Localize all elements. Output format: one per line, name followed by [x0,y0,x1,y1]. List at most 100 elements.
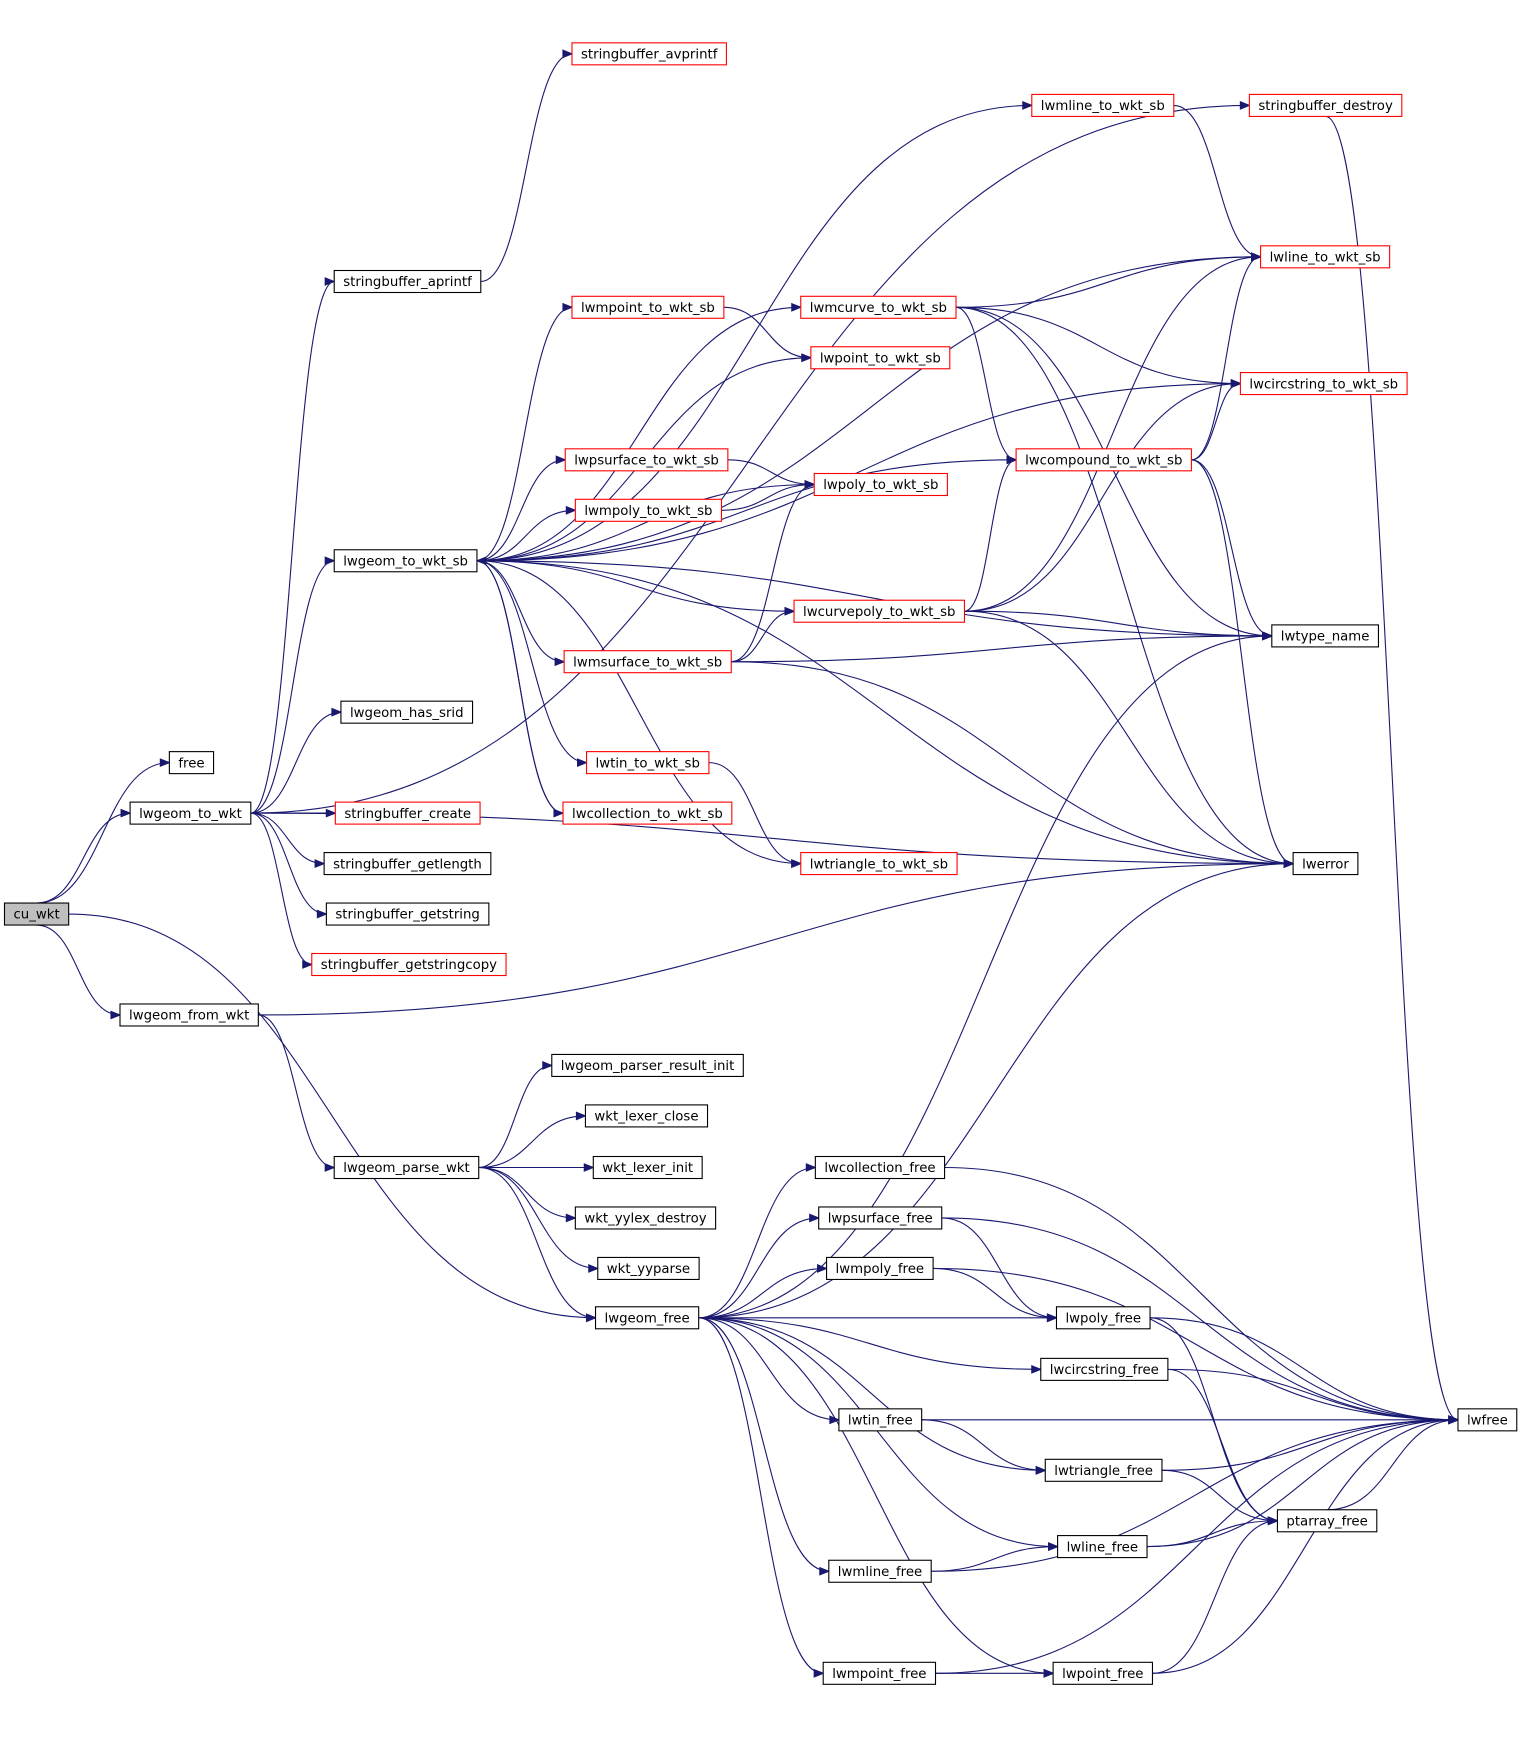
node-lwgeom-free[interactable]: lwgeom_free [594,1306,700,1330]
node-stringbuffer-destroy[interactable]: stringbuffer_destroy [1248,93,1403,117]
node-label: stringbuffer_avprintf [581,48,718,63]
edge-line [478,1115,586,1169]
node-lwtin-to-wkt-sb[interactable]: lwtin_to_wkt_sb [586,751,710,775]
edge-arrowhead [562,49,574,59]
edge-line [258,1014,335,1169]
node-lwgeom-parser-result-init[interactable]: lwgeom_parser_result_init [551,1053,744,1077]
node-box [333,549,478,573]
edge-lwmsurface-to-wkt-sb-to-lwcurvepoly-to-wkt-sb [731,606,796,663]
node-ptarray-free[interactable]: ptarray_free [1276,1509,1378,1533]
node-lwmline-free[interactable]: lwmline_free [828,1559,932,1583]
node-lwcompound-to-wkt-sb[interactable]: lwcompound_to_wkt_sb [1015,448,1192,472]
edge-lwgeom-to-wkt-to-lwgeom-has-srid [250,707,343,814]
node-stringbuffer-aprintf[interactable]: stringbuffer_aprintf [333,269,482,294]
node-lwpoly-free[interactable]: lwpoly_free [1055,1306,1151,1330]
edge-lwmcurve-to-wkt-sb-to-lwtype-name [956,306,1274,641]
node-lwerror[interactable]: lwerror [1292,852,1359,876]
edge-lwgeom-parse-wkt-to-wkt-yyparse [478,1166,600,1273]
edge-arrowhead [1035,1465,1047,1475]
node-lwcollection-free[interactable]: lwcollection_free [814,1155,946,1180]
edge-arrowhead [120,808,132,818]
node-stringbuffer-getlength[interactable]: stringbuffer_getlength [323,852,492,876]
node-label: lwerror [1302,857,1349,872]
node-box [826,1256,934,1280]
edge-lwmsurface-to-wkt-sb-to-lwerror [731,661,1295,868]
edge-lwmcurve-to-wkt-sb-to-lwline-to-wkt-sb [956,252,1263,308]
node-lwpsurface-to-wkt-sb[interactable]: lwpsurface_to_wkt_sb [564,448,729,472]
edge-line [698,1317,1046,1471]
node-label: lwtin_free [848,1414,913,1429]
node-lwcircstring-free[interactable]: lwcircstring_free [1040,1357,1169,1381]
node-lwcurvepoly-to-wkt-sb[interactable]: lwcurvepoly_to_wkt_sb [793,599,966,623]
node-stringbuffer-getstring[interactable]: stringbuffer_getstring [325,902,490,926]
edge-line [1150,1317,1458,1421]
node-label: wkt_yylex_destroy [584,1212,706,1227]
node-lwpoint-to-wkt-sb[interactable]: lwpoint_to_wkt_sb [810,346,951,370]
edge-layer [36,49,1460,1678]
edge-lwgeom-to-wkt-to-stringbuffer-destroy [250,101,1251,814]
node-wkt-yylex-destroy[interactable]: wkt_yylex_destroy [574,1206,717,1230]
node-label: lwpsurface_to_wkt_sb [574,454,719,469]
node-box [597,1256,700,1280]
node-box [333,1155,480,1180]
node-lwmpoint-to-wkt-sb[interactable]: lwmpoint_to_wkt_sb [571,295,725,319]
node-label: lwgeom_from_wkt [129,1009,249,1024]
node-lwtriangle-free[interactable]: lwtriangle_free [1044,1458,1163,1482]
edge-arrowhead [1046,1313,1058,1323]
node-stringbuffer-create[interactable]: stringbuffer_create [334,801,481,825]
node-lwtin-free[interactable]: lwtin_free [838,1408,923,1432]
node-lwpoly-to-wkt-sb[interactable]: lwpoly_to_wkt_sb [813,472,948,497]
edge-lwpoint-free-to-ptarray-free [1152,1516,1279,1674]
node-lwtype-name[interactable]: lwtype_name [1271,624,1379,648]
node-label: lwmline_to_wkt_sb [1041,99,1165,114]
node-lwgeom-has-srid[interactable]: lwgeom_has_srid [340,700,474,724]
edge-line [941,1217,1057,1319]
edge-arrowhead [1043,1668,1055,1678]
node-lwline-to-wkt-sb[interactable]: lwline_to_wkt_sb [1260,245,1391,269]
node-wkt-yyparse[interactable]: wkt_yyparse [597,1256,700,1280]
node-lwmcurve-to-wkt-sb[interactable]: lwmcurve_to_wkt_sb [800,295,957,319]
edge-lwmpoly-to-wkt-sb-to-lwpoly-to-wkt-sb [721,480,816,511]
node-lwmpoint-free[interactable]: lwmpoint_free [822,1661,937,1685]
edge-arrowhead [324,277,336,286]
node-lwpoint-free[interactable]: lwpoint_free [1052,1661,1154,1685]
edge-lwgeom-to-wkt-sb-to-lwmline-to-wkt-sb [476,101,1034,562]
node-box [1031,93,1175,117]
edge-line [956,306,1241,385]
edge-line [956,256,1261,308]
edge-arrowhead [784,606,796,616]
node-lwtriangle-to-wkt-sb[interactable]: lwtriangle_to_wkt_sb [800,852,958,876]
edge-lwcompound-to-wkt-sb-to-lwerror [1191,459,1295,868]
node-box [822,1661,937,1685]
node-lwline-free[interactable]: lwline_free [1057,1535,1148,1559]
node-free[interactable]: free [168,751,215,775]
node-wkt-lexer-init[interactable]: wkt_lexer_init [592,1155,703,1180]
node-lwgeom-from-wkt[interactable]: lwgeom_from_wkt [119,1003,259,1027]
node-lwgeom-to-wkt[interactable]: lwgeom_to_wkt [129,801,252,825]
edge-line [698,635,1272,1319]
node-wkt-lexer-close[interactable]: wkt_lexer_close [584,1104,709,1128]
node-lwfree[interactable]: lwfree [1457,1408,1518,1432]
node-stringbuffer-avprintf[interactable]: stringbuffer_avprintf [571,42,727,66]
edge-line [931,1546,1058,1572]
node-lwcircstring-to-wkt-sb[interactable]: lwcircstring_to_wkt_sb [1239,372,1408,396]
node-lwmpoly-to-wkt-sb[interactable]: lwmpoly_to_wkt_sb [574,498,723,522]
node-box [813,472,948,497]
node-lwpsurface-free[interactable]: lwpsurface_free [818,1206,943,1230]
node-lwcollection-to-wkt-sb[interactable]: lwcollection_to_wkt_sb [562,801,733,825]
node-lwmpoly-free[interactable]: lwmpoly_free [826,1256,934,1280]
edge-arrowhead [555,455,567,465]
edge-arrowhead [1239,101,1251,110]
node-lwmsurface-to-wkt-sb[interactable]: lwmsurface_to_wkt_sb [563,650,732,674]
node-label: lwpoly_free [1065,1311,1141,1326]
edge-arrowhead [565,1213,577,1223]
node-box [586,751,710,775]
node-stringbuffer-getstringcopy[interactable]: stringbuffer_getstringcopy [311,952,507,977]
edge-line [476,560,565,663]
node-lwgeom-to-wkt-sb[interactable]: lwgeom_to_wkt_sb [333,549,478,573]
node-lwmline-to-wkt-sb[interactable]: lwmline_to_wkt_sb [1031,93,1175,117]
node-cu-wkt[interactable]: cu_wkt [3,902,70,926]
node-lwgeom-parse-wkt[interactable]: lwgeom_parse_wkt [333,1155,480,1180]
edge-arrowhead [542,1061,554,1070]
node-label: wkt_lexer_init [602,1161,693,1176]
